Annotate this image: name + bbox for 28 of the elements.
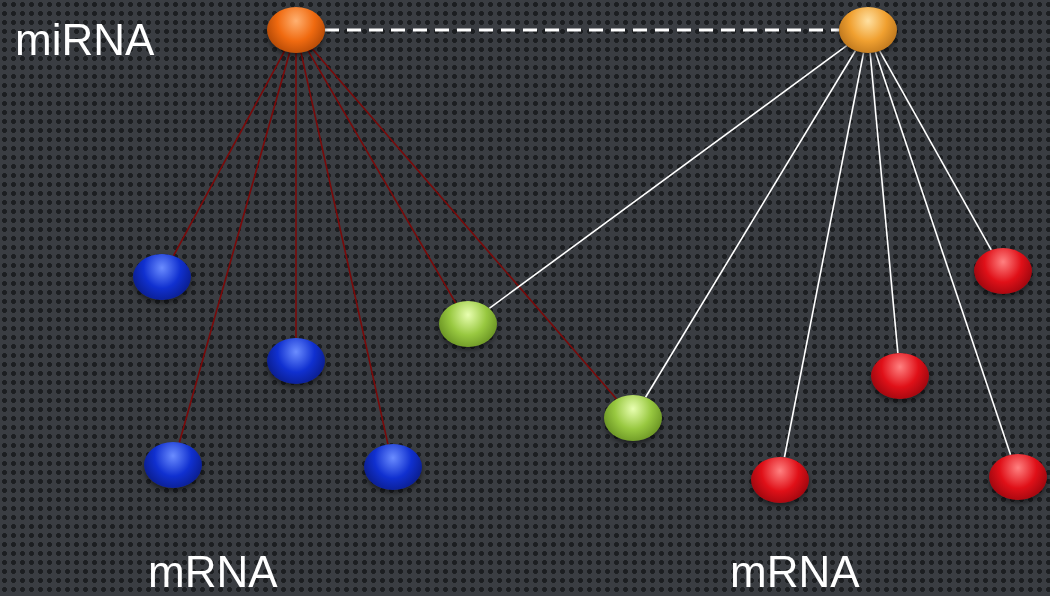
sphere-node [974, 248, 1032, 294]
category-label: mRNA [730, 550, 860, 594]
category-label: miRNA [15, 18, 155, 62]
connector-line [307, 50, 457, 304]
connector-line [869, 52, 899, 354]
connector-line [178, 51, 291, 444]
sphere-node [439, 301, 497, 347]
connector-line [878, 50, 993, 251]
connector-line [300, 51, 389, 446]
connector-line [644, 49, 857, 399]
dashed-connector-line [325, 28, 839, 32]
sphere-node [267, 7, 325, 53]
connector-line [488, 44, 848, 310]
connector-line [295, 52, 297, 339]
sphere-node [871, 353, 929, 399]
sphere-node [144, 442, 202, 488]
sphere-node [364, 444, 422, 490]
sphere-node [267, 338, 325, 384]
connector-line [172, 50, 286, 257]
sphere-node [604, 395, 662, 441]
connector-line [874, 51, 1012, 456]
sphere-node [839, 7, 897, 53]
category-label: mRNA [148, 550, 278, 594]
connector-line [311, 48, 618, 400]
sphere-node [133, 254, 191, 300]
sphere-node [989, 454, 1047, 500]
connector-line [783, 51, 865, 459]
sphere-node [751, 457, 809, 503]
